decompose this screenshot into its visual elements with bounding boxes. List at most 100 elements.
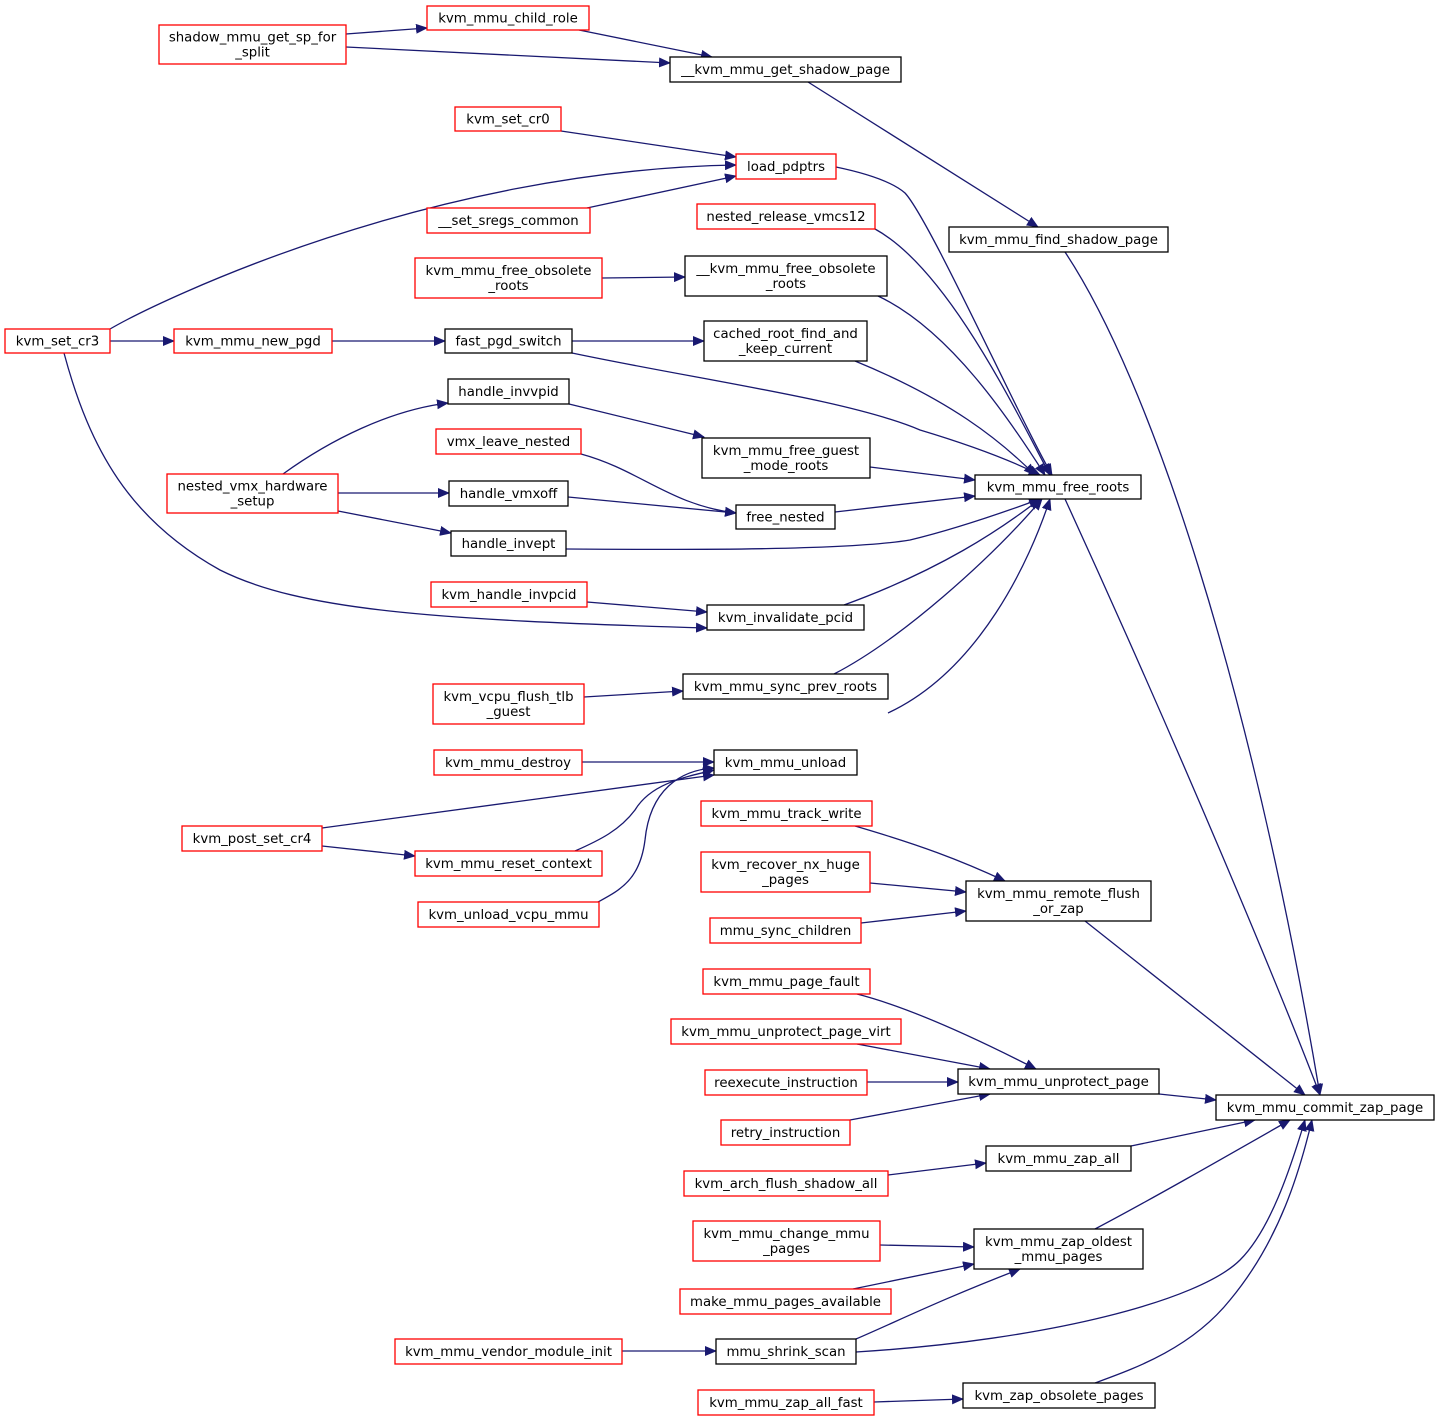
node-box: [965, 880, 1152, 922]
node-box: [433, 749, 583, 776]
call-edge: [877, 295, 1046, 476]
function-node-kvm-mmu-page-fault[interactable]: kvm_mmu_page_fault: [702, 968, 871, 995]
call-edge: [852, 1261, 975, 1290]
function-node-kvm-mmu-zap-all[interactable]: kvm_mmu_zap_all: [985, 1145, 1132, 1172]
function-node-kvm-post-set-cr4[interactable]: kvm_post_set_cr4: [181, 825, 323, 852]
function-node---set-sregs-common[interactable]: __set_sregs_common: [426, 207, 591, 234]
node-label: kvm_zap_obsolete_pages: [974, 1389, 1143, 1404]
function-node---kvm-mmu-get-shadow-page[interactable]: __kvm_mmu_get_shadow_page: [669, 56, 902, 83]
function-node-kvm-set-cr0[interactable]: kvm_set_cr0: [454, 106, 562, 132]
function-node-kvm-mmu-commit-zap-page[interactable]: kvm_mmu_commit_zap_page: [1215, 1094, 1435, 1121]
node-box: [696, 203, 876, 230]
function-node-kvm-mmu-reset-context[interactable]: kvm_mmu_reset_context: [414, 850, 603, 877]
node-label: _roots: [765, 277, 806, 292]
node-label: handle_invvpid: [458, 385, 558, 400]
node-box: [701, 437, 871, 479]
function-node-kvm-mmu-sync-prev-roots[interactable]: kvm_mmu_sync_prev_roots: [682, 673, 889, 700]
node-box: [181, 825, 323, 852]
node-label: vmx_leave_nested: [447, 435, 570, 450]
call-edge: [854, 360, 1036, 476]
node-box: [173, 328, 333, 354]
function-node-retry-instruction[interactable]: retry_instruction: [720, 1119, 851, 1146]
node-label: _roots: [487, 279, 528, 294]
function-node-nested-release-vmcs12[interactable]: nested_release_vmcs12: [696, 203, 876, 230]
node-label: kvm_mmu_new_pgd: [185, 335, 321, 350]
function-node-kvm-mmu-remote-flush-or-zap[interactable]: kvm_mmu_remote_flush_or_zap: [965, 880, 1152, 922]
call-edge: [578, 29, 713, 60]
function-node-handle-invvpid[interactable]: handle_invvpid: [447, 378, 570, 405]
function-node-kvm-mmu-unprotect-page-virt[interactable]: kvm_mmu_unprotect_page_virt: [670, 1018, 902, 1045]
function-node-make-mmu-pages-available[interactable]: make_mmu_pages_available: [679, 1288, 892, 1315]
function-node-kvm-vcpu-flush-tlb-guest[interactable]: kvm_vcpu_flush_tlb_guest: [432, 683, 585, 725]
function-node-free-nested[interactable]: free_nested: [735, 504, 836, 530]
function-node-kvm-unload-vcpu-mmu[interactable]: kvm_unload_vcpu_mmu: [417, 901, 600, 928]
call-edge: [345, 46, 671, 68]
function-node-kvm-mmu-unload[interactable]: kvm_mmu_unload: [713, 749, 858, 776]
node-label: _mode_roots: [743, 459, 829, 474]
node-label: mmu_shrink_scan: [726, 1345, 845, 1360]
edges: [63, 23, 1324, 1405]
node-box: [962, 1382, 1156, 1409]
call-edge: [586, 601, 708, 617]
function-node---kvm-mmu-free-obsolete-roots[interactable]: __kvm_mmu_free_obsolete_roots: [684, 255, 888, 297]
function-node-nested-vmx-hardware-setup[interactable]: nested_vmx_hardware_setup: [166, 473, 339, 514]
node-box: [414, 257, 603, 299]
node-box: [430, 581, 588, 608]
function-node-kvm-mmu-find-shadow-page[interactable]: kvm_mmu_find_shadow_page: [948, 226, 1169, 253]
node-label: _or_zap: [1032, 902, 1083, 917]
function-node-kvm-recover-nx-huge-pages[interactable]: kvm_recover_nx_huge_pages: [700, 851, 871, 893]
node-label: kvm_invalidate_pcid: [718, 611, 853, 626]
function-node-kvm-handle-invpcid[interactable]: kvm_handle_invpcid: [430, 581, 588, 608]
call-edge: [856, 1043, 991, 1072]
call-edge: [1094, 1119, 1291, 1230]
call-edge: [854, 825, 1006, 882]
node-box: [692, 1220, 881, 1262]
node-box: [948, 226, 1169, 253]
node-box: [700, 851, 871, 893]
node-label: kvm_mmu_remote_flush: [977, 887, 1140, 902]
node-label: kvm_mmu_free_guest: [713, 444, 859, 459]
node-label: _mmu_pages: [1014, 1250, 1103, 1265]
function-node-handle-invept[interactable]: handle_invept: [450, 530, 567, 557]
function-node-cached-root-find-and-keep-current[interactable]: cached_root_find_and_keep_current: [703, 320, 868, 362]
function-node-kvm-mmu-free-obsolete-roots[interactable]: kvm_mmu_free_obsolete_roots: [414, 257, 603, 299]
function-node-kvm-mmu-change-mmu-pages[interactable]: kvm_mmu_change_mmu_pages: [692, 1220, 881, 1262]
function-node-kvm-set-cr3[interactable]: kvm_set_cr3: [4, 328, 111, 354]
function-node-handle-vmxoff[interactable]: handle_vmxoff: [448, 480, 569, 507]
call-edge: [833, 498, 1043, 675]
function-node-mmu-shrink-scan[interactable]: mmu_shrink_scan: [715, 1338, 857, 1365]
call-edge: [835, 166, 1053, 476]
function-node-kvm-mmu-child-role[interactable]: kvm_mmu_child_role: [426, 5, 590, 31]
function-node-shadow-mmu-get-sp-for-split[interactable]: shadow_mmu_get_sp_for_split: [158, 24, 347, 65]
function-node-kvm-invalidate-pcid[interactable]: kvm_invalidate_pcid: [706, 604, 865, 631]
call-edge: [887, 498, 1052, 714]
function-node-kvm-mmu-free-roots[interactable]: kvm_mmu_free_roots: [974, 474, 1142, 500]
function-node-load-pdptrs[interactable]: load_pdptrs: [735, 153, 837, 180]
function-node-fast-pgd-switch[interactable]: fast_pgd_switch: [444, 328, 573, 354]
node-label: kvm_arch_flush_shadow_all: [695, 1177, 878, 1192]
function-node-kvm-arch-flush-shadow-all[interactable]: kvm_arch_flush_shadow_all: [683, 1170, 889, 1197]
call-edge: [843, 498, 1041, 606]
function-node-mmu-sync-children[interactable]: mmu_sync_children: [709, 917, 862, 944]
function-node-kvm-mmu-new-pgd[interactable]: kvm_mmu_new_pgd: [173, 328, 333, 354]
node-box: [709, 917, 862, 944]
call-edge: [571, 352, 1041, 476]
function-node-kvm-mmu-free-guest-mode-roots[interactable]: kvm_mmu_free_guest_mode_roots: [701, 437, 871, 479]
function-node-vmx-leave-nested[interactable]: vmx_leave_nested: [435, 428, 582, 455]
function-node-kvm-mmu-zap-oldest-mmu-pages[interactable]: kvm_mmu_zap_oldest_mmu_pages: [973, 1228, 1144, 1270]
node-label: _pages: [762, 1242, 810, 1257]
function-node-kvm-mmu-unprotect-page[interactable]: kvm_mmu_unprotect_page: [957, 1068, 1160, 1095]
function-node-kvm-mmu-vendor-module-init[interactable]: kvm_mmu_vendor_module_init: [394, 1338, 623, 1365]
node-label: kvm_mmu_commit_zap_page: [1227, 1101, 1424, 1116]
call-edge: [874, 228, 1051, 476]
call-edge: [597, 763, 715, 903]
function-node-kvm-zap-obsolete-pages[interactable]: kvm_zap_obsolete_pages: [962, 1382, 1156, 1409]
function-node-kvm-mmu-track-write[interactable]: kvm_mmu_track_write: [700, 800, 873, 827]
function-node-reexecute-instruction[interactable]: reexecute_instruction: [704, 1069, 868, 1096]
function-node-kvm-mmu-destroy[interactable]: kvm_mmu_destroy: [433, 749, 583, 776]
node-box: [957, 1068, 1160, 1095]
node-label: fast_pgd_switch: [455, 335, 561, 350]
node-box: [426, 207, 591, 234]
node-label: kvm_recover_nx_huge: [711, 858, 860, 873]
function-node-kvm-mmu-zap-all-fast[interactable]: kvm_mmu_zap_all_fast: [697, 1389, 875, 1416]
